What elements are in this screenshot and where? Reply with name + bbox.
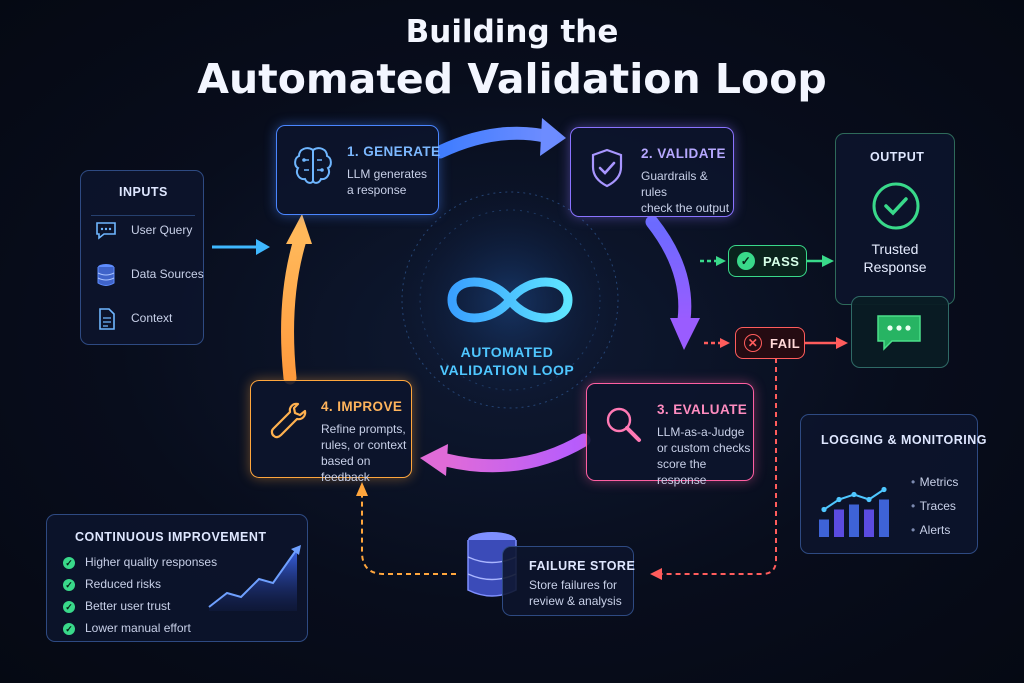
step-generate-desc: LLM generates a response	[347, 167, 428, 197]
check-circle-icon	[872, 182, 920, 230]
rising-area-chart-icon	[208, 545, 301, 611]
fail-badge: ✕ FAIL	[735, 327, 805, 359]
monitoring-trend-point	[866, 496, 872, 503]
arrow-validate-to-pass	[700, 256, 726, 266]
brain-icon	[294, 147, 332, 184]
logging-item-traces: • Traces	[911, 499, 956, 513]
check-circle-icon: ✓	[63, 579, 75, 591]
check-icon: ✓	[737, 252, 755, 270]
inputs-panel: INPUTS User Query Data Sources Context	[80, 170, 204, 345]
arrow-failure-store-to-improve	[356, 482, 456, 575]
arrow-improve-to-generate	[281, 214, 312, 385]
arrow-fail-to-reply	[805, 337, 848, 349]
monitoring-bar	[864, 509, 874, 537]
magnifier-icon	[606, 407, 641, 442]
monitoring-trend-point	[836, 496, 842, 503]
output-result: Trusted Response	[863, 241, 927, 275]
title-line-1: Building the	[405, 14, 619, 50]
center-label: AUTOMATED VALIDATION LOOP	[439, 344, 575, 378]
arrow-fail-to-failure-store	[650, 358, 777, 580]
step-validate-title: 2. VALIDATE	[641, 146, 726, 161]
logging-item-alerts: • Alerts	[911, 523, 951, 537]
arrow-validate-to-evaluate	[645, 215, 700, 350]
chat-bubble-icon	[96, 222, 116, 240]
output-panel: OUTPUT Trusted Response	[835, 133, 955, 305]
step-generate-title: 1. GENERATE	[347, 144, 441, 159]
check-circle-icon: ✓	[63, 601, 75, 613]
reply-card	[851, 296, 949, 368]
logging-title: LOGGING & MONITORING	[821, 433, 988, 447]
center-ring-inner	[419, 209, 601, 391]
monitoring-bar	[834, 509, 844, 537]
inputs-title: INPUTS	[119, 185, 168, 199]
monitoring-bar	[879, 499, 889, 537]
logging-panel: LOGGING & MONITORING • Metrics • Traces …	[800, 414, 987, 554]
step-validate-card: 2. VALIDATE Guardrails & rules check the…	[570, 127, 734, 217]
input-label: Context	[131, 311, 173, 325]
logging-item-metrics: • Metrics	[911, 475, 959, 489]
input-item-data-sources: Data Sources	[95, 263, 204, 289]
continuous-improvement-panel: CONTINUOUS IMPROVEMENT ✓Higher quality r…	[46, 514, 308, 642]
failure-store-panel: FAILURE STORE Store failures for review …	[502, 546, 636, 616]
step-generate-card: 1. GENERATE LLM generates a response	[276, 125, 441, 215]
check-circle-icon: ✓	[63, 623, 75, 635]
title-line-2: Automated Validation Loop	[197, 55, 827, 103]
output-title: OUTPUT	[870, 150, 925, 164]
chat-reply-icon	[877, 315, 921, 351]
pass-badge: ✓ PASS	[728, 245, 807, 277]
arrow-evaluate-to-improve	[420, 433, 591, 476]
input-item-context: Context	[95, 307, 199, 333]
inputs-divider	[91, 215, 195, 216]
arrow-pass-to-output	[807, 255, 834, 267]
center-ring-outer	[401, 191, 619, 409]
input-item-user-query: User Query	[95, 221, 199, 245]
pass-label: PASS	[763, 253, 800, 269]
step-evaluate-title: 3. EVALUATE	[657, 402, 748, 417]
step-improve-title: 4. IMPROVE	[321, 399, 403, 414]
fail-label: FAIL	[770, 335, 801, 351]
step-improve-card: 4. IMPROVE Refine prompts, rules, or con…	[250, 380, 412, 484]
arrow-inputs-to-generate	[212, 239, 270, 255]
monitoring-bar	[819, 519, 829, 537]
step-validate-desc: Guardrails & rules check the output	[641, 169, 730, 215]
input-label: Data Sources	[131, 267, 204, 281]
step-improve-desc: Refine prompts, rules, or context based …	[321, 422, 407, 484]
wrench-icon	[270, 402, 307, 439]
input-label: User Query	[131, 223, 193, 237]
check-circle-icon: ✓	[63, 557, 75, 569]
x-icon: ✕	[744, 334, 762, 352]
arrow-evaluate-to-fail	[704, 338, 730, 348]
improvement-title: CONTINUOUS IMPROVEMENT	[75, 530, 267, 544]
monitoring-chart-icon	[819, 486, 889, 537]
failure-store-title: FAILURE STORE	[529, 559, 636, 573]
shield-check-icon	[591, 148, 623, 188]
step-evaluate-desc: LLM-as-a-Judge or custom checks score th…	[657, 425, 751, 487]
database-icon	[97, 264, 115, 286]
failure-store-desc: Store failures for review & analysis	[529, 578, 622, 608]
arrow-generate-to-validate	[433, 118, 566, 159]
monitoring-trend-point	[821, 506, 827, 513]
step-evaluate-card: 3. EVALUATE LLM-as-a-Judge or custom che…	[586, 383, 754, 487]
monitoring-bar	[849, 504, 859, 537]
monitoring-trend-point	[851, 491, 857, 498]
infinity-icon	[447, 277, 573, 323]
monitoring-trend-point	[881, 486, 887, 493]
document-icon	[99, 308, 115, 330]
